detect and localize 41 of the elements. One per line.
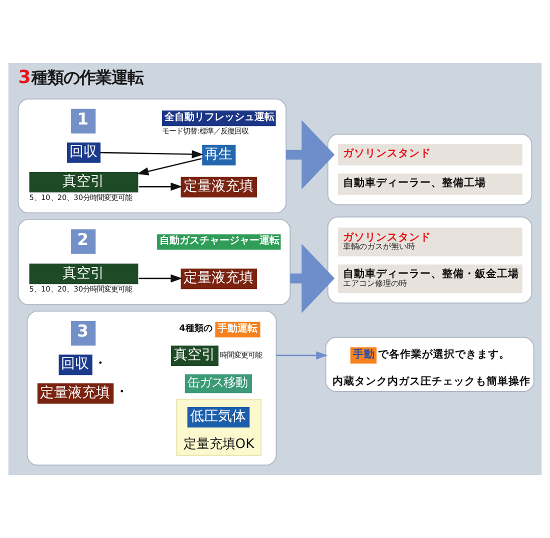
node-box: 自動ガスチャージャー運転 (157, 234, 281, 250)
node-label: モード切替:標準／反復回収 (162, 126, 248, 136)
node-box: 定量液充填 (180, 176, 257, 198)
diagram-title: 3種類の作業運転 (18, 67, 144, 88)
node-box: 2 (71, 229, 96, 254)
node-label: 4種類の (179, 324, 212, 334)
node-box: 定量液充填 (180, 268, 257, 290)
node-box: 再生 (202, 144, 236, 166)
node-box: 全自動リフレッシュ運転 (162, 110, 276, 126)
node-box: 1 (71, 108, 96, 134)
cluster (18, 218, 291, 306)
cluster (18, 98, 287, 214)
node-box: 真空引 (170, 346, 218, 366)
arrow (138, 182, 182, 191)
arrow (100, 150, 204, 158)
node-box: 自動車ディーラー、整備・鈑金工場 エアコン修理の時 (338, 264, 522, 294)
node-label: ・ (115, 384, 128, 399)
node-box: 真空引 (29, 264, 138, 284)
node-box: 手動 (350, 347, 377, 364)
node-box: 回収 (58, 354, 92, 376)
node-box: 缶ガス移動 (184, 374, 252, 394)
arrow (138, 274, 182, 282)
cluster (327, 216, 532, 304)
node-box: ガソリンスタンド (338, 144, 522, 166)
node-label: で各作業が選択できます。 (378, 347, 510, 360)
cluster (327, 134, 532, 206)
node-box: 自動車ディーラー、整備工場 (338, 174, 522, 195)
node-box: 定量液充填 (37, 383, 114, 404)
arrow (276, 351, 328, 360)
node-label: 5、10、20、30分時間変更可能 (29, 284, 132, 294)
node-label: 5、10、20、30分時間変更可能 (29, 192, 132, 202)
node-box: ガソリンスタンド 車輌のガスが無い時 (338, 228, 522, 256)
node-box: 回収 (66, 142, 101, 163)
cluster (26, 310, 277, 466)
node-label: ・ (94, 356, 106, 370)
node-label: 時間変更可能 (220, 350, 262, 360)
node-box: 手動運転 (215, 322, 260, 338)
node-box: 低圧気体 (187, 407, 250, 428)
node-box: 真空引 (29, 172, 138, 192)
arrow (136, 158, 202, 176)
node-box: 3 (71, 321, 96, 346)
